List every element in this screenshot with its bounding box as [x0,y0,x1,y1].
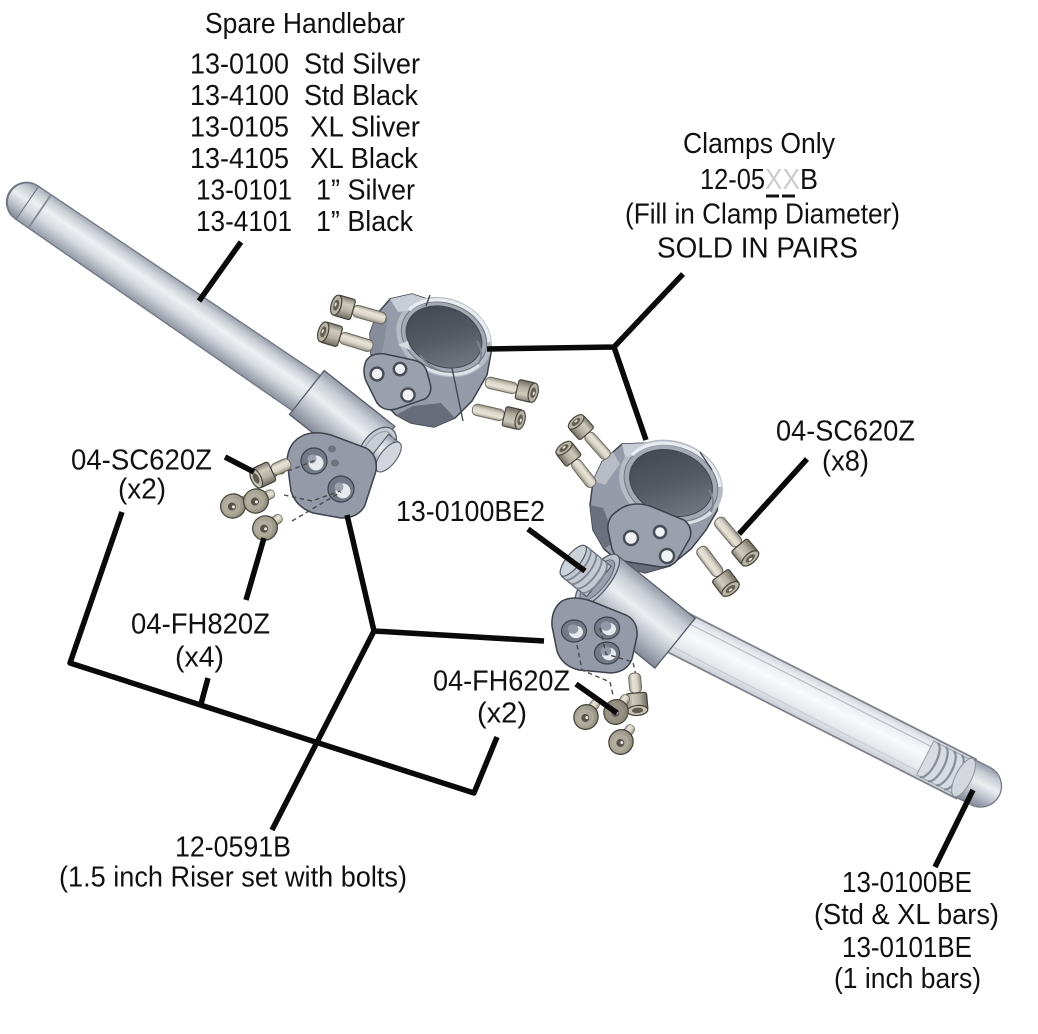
svg-text:13-0100BE: 13-0100BE [842,867,972,899]
svg-text:(x4): (x4) [175,642,224,674]
svg-text:(1 inch bars): (1 inch bars) [834,963,981,995]
svg-text:(Std & XL bars): (Std & XL bars) [814,899,999,931]
svg-text:Spare Handlebar: Spare Handlebar [205,8,405,40]
svg-text:04-FH820Z: 04-FH820Z [131,609,270,641]
svg-text:(x2): (x2) [118,474,166,506]
svg-text:12-05XXB: 12-05XXB [700,164,818,196]
svg-text:(1.5 inch Riser set with bolts: (1.5 inch Riser set with bolts) [59,862,407,894]
svg-text:(Fill in Clamp Diameter): (Fill in Clamp Diameter) [625,199,900,231]
svg-text:Clamps Only: Clamps Only [683,128,835,160]
svg-text:12-0591B: 12-0591B [175,832,291,864]
svg-text:SOLD IN PAIRS: SOLD IN PAIRS [657,233,858,265]
svg-text:(x8): (x8) [822,446,869,478]
svg-text:13-0101BE: 13-0101BE [842,932,972,964]
svg-text:13-0100BE2: 13-0100BE2 [396,496,545,528]
svg-text:(x2): (x2) [477,698,527,730]
svg-text:04-FH620Z: 04-FH620Z [433,666,570,698]
svg-text:04-SC620Z: 04-SC620Z [71,445,212,477]
svg-text:04-SC620Z: 04-SC620Z [776,416,915,448]
